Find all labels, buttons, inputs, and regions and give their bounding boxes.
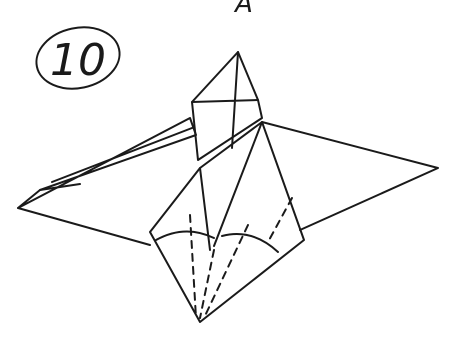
- left-wing-lower-edge: [18, 184, 150, 245]
- step-number: 10: [50, 35, 106, 86]
- left-wing-crease: [52, 128, 192, 182]
- valley-fold-line-left: [190, 215, 196, 318]
- central-kite: [150, 122, 304, 322]
- right-wing: [262, 122, 438, 230]
- step-badge: 10: [31, 20, 126, 96]
- fold-arc-left: [156, 231, 214, 240]
- kite-left-edge: [200, 168, 210, 250]
- top-point-flap: [192, 52, 262, 160]
- fold-arc-right: [222, 234, 278, 252]
- point-label-a: A: [233, 0, 253, 19]
- valley-fold-line-right: [268, 198, 292, 242]
- left-wing-flap: [18, 118, 196, 208]
- valley-fold-line-inner: [200, 250, 214, 318]
- valley-fold-line-center: [204, 225, 248, 318]
